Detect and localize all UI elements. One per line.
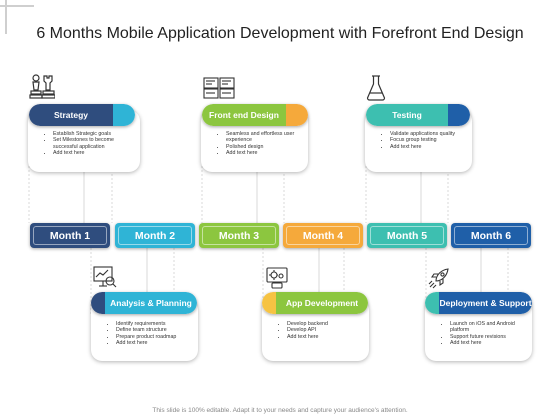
- appdev-title: App Development: [276, 292, 368, 314]
- list-item: Add text here: [287, 334, 363, 340]
- list-item: Seamless and effortless user experience: [226, 131, 302, 144]
- web-layout-icon: [203, 77, 235, 99]
- month-6-box: Month 6: [451, 223, 531, 248]
- analysis-header: Analysis & Planning: [91, 292, 197, 314]
- month-1-box: Month 1: [30, 223, 110, 248]
- list-item: Develop API: [287, 327, 363, 333]
- list-item: Develop backend: [287, 321, 363, 327]
- month-3-box: Month 3: [199, 223, 279, 248]
- list-item: Launch on iOS and Android platform: [450, 321, 526, 334]
- flask-icon: [366, 75, 386, 101]
- list-item: Establish Strategic goals: [53, 131, 134, 137]
- frontend-header: Front end Design: [202, 104, 308, 126]
- list-item: Add text here: [226, 150, 302, 156]
- month-3-label: Month 3: [202, 226, 276, 245]
- frontend-tab: [286, 104, 308, 126]
- testing-header: Testing: [366, 104, 470, 126]
- list-item: Focus group testing: [390, 137, 466, 143]
- list-item: Set Milestones to become successful appl…: [53, 137, 134, 150]
- strategy-header: Strategy: [29, 104, 135, 126]
- analysis-bullets: Identify requirements Define team struct…: [103, 321, 192, 347]
- rocket-icon: [428, 268, 449, 289]
- testing-tab: [448, 104, 470, 126]
- month-5-label: Month 5: [370, 226, 444, 245]
- month-4-box: Month 4: [283, 223, 363, 248]
- list-item: Define team structure: [116, 327, 192, 333]
- list-item: Add text here: [450, 340, 526, 346]
- month-6-label: Month 6: [454, 226, 528, 245]
- list-item: Support future revisions: [450, 334, 526, 340]
- month-4-label: Month 4: [286, 226, 360, 245]
- appdev-tab: [262, 292, 276, 314]
- analysis-title: Analysis & Planning: [105, 292, 197, 314]
- strategy-tab: [113, 104, 135, 126]
- testing-bullets: Validate applications quality Focus grou…: [377, 131, 466, 150]
- list-item: Add text here: [116, 340, 192, 346]
- deployment-header: Deployment & Support: [425, 292, 532, 314]
- month-2-box: Month 2: [115, 223, 195, 248]
- page-title: 6 Months Mobile Application Development …: [36, 25, 524, 42]
- appdev-header: App Development: [262, 292, 368, 314]
- analysis-chart-icon: [93, 266, 117, 288]
- list-item: Add text here: [53, 150, 134, 156]
- testing-title: Testing: [366, 104, 448, 126]
- list-item: Add text here: [390, 144, 466, 150]
- chess-icon: [29, 74, 55, 99]
- appdev-bullets: Develop backend Develop API Add text her…: [274, 321, 363, 340]
- footer-note: This slide is 100% editable. Adapt it to…: [152, 407, 408, 414]
- month-1-label: Month 1: [33, 226, 107, 245]
- deployment-title: Deployment & Support: [439, 292, 532, 314]
- corner-decoration: [0, 0, 34, 34]
- list-item: Prepare product roadmap: [116, 334, 192, 340]
- month-5-box: Month 5: [367, 223, 447, 248]
- month-2-label: Month 2: [118, 226, 192, 245]
- frontend-title: Front end Design: [202, 104, 286, 126]
- deployment-bullets: Launch on iOS and Android platform Suppo…: [437, 321, 526, 347]
- analysis-tab: [91, 292, 105, 314]
- gears-icon: [266, 267, 288, 289]
- strategy-title: Strategy: [29, 104, 113, 126]
- list-item: Polished design: [226, 144, 302, 150]
- frontend-bullets: Seamless and effortless user experience …: [213, 131, 302, 157]
- deployment-tab: [425, 292, 439, 314]
- strategy-bullets: Establish Strategic goals Set Milestones…: [40, 131, 134, 157]
- list-item: Validate applications quality: [390, 131, 466, 137]
- list-item: Identify requirements: [116, 321, 192, 327]
